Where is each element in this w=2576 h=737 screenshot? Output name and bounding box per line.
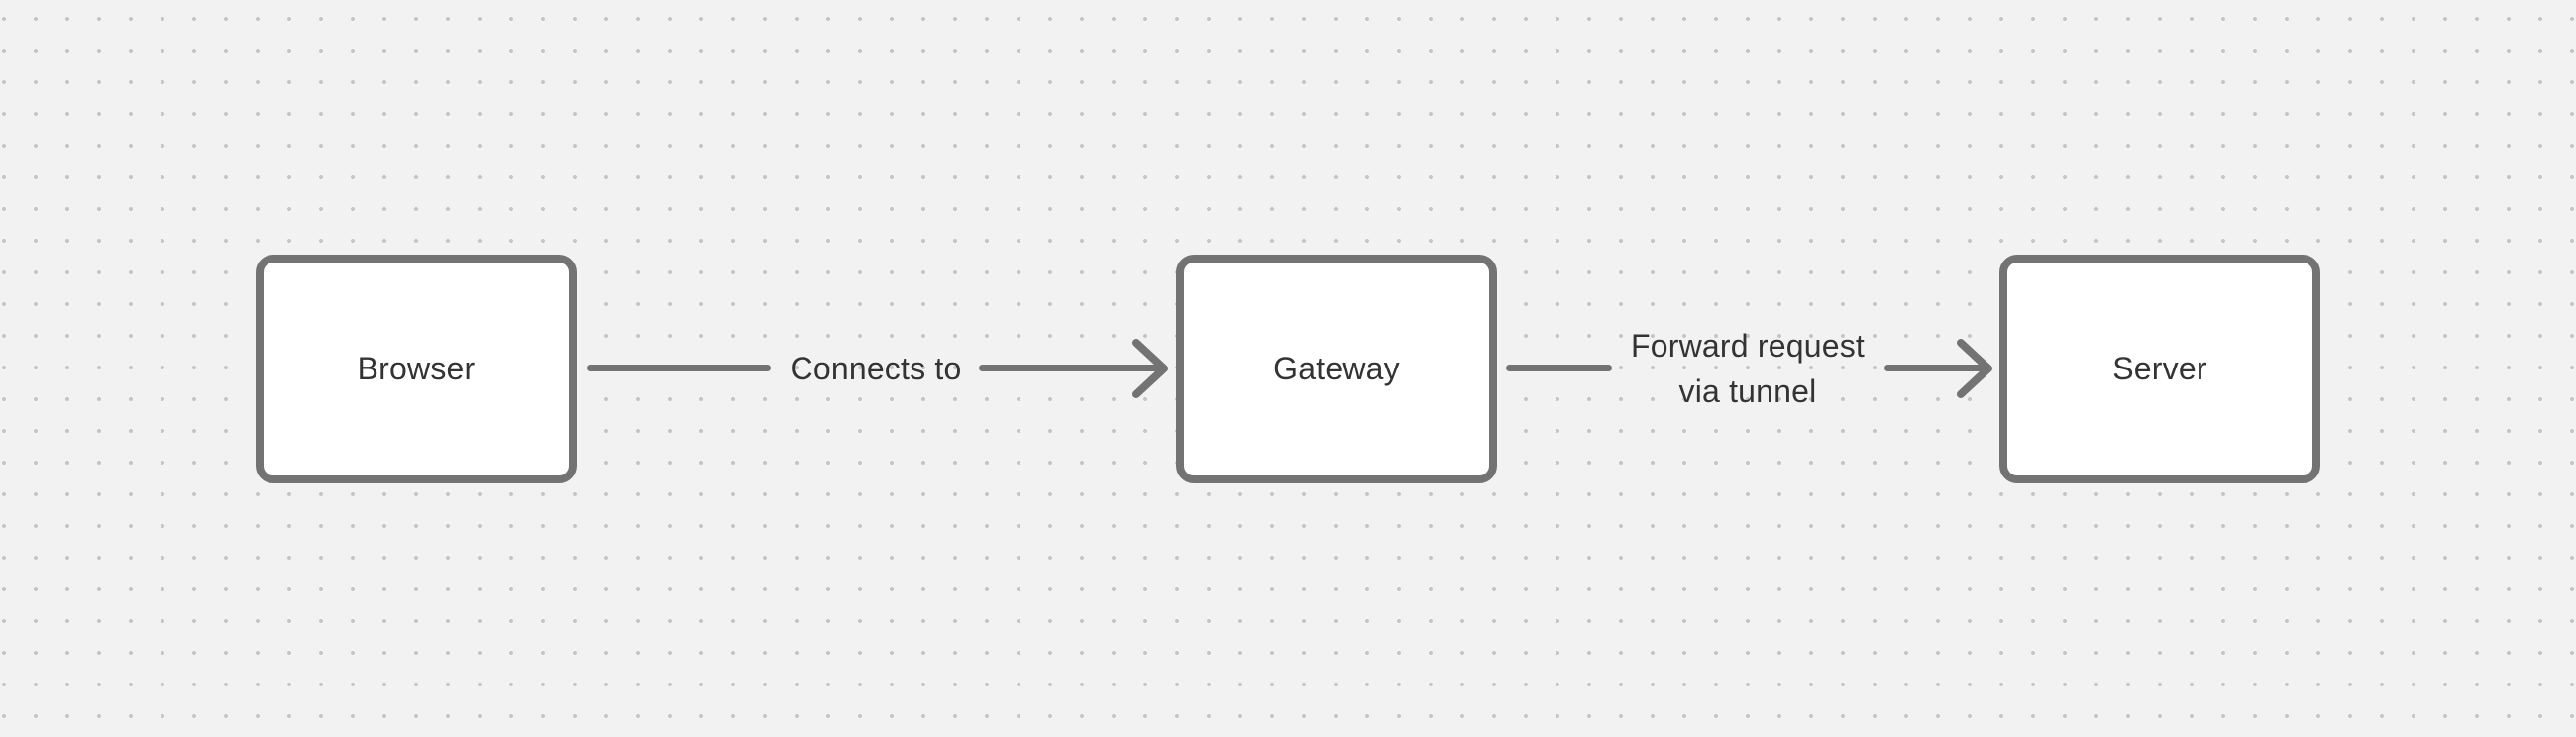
node-browser-label: Browser bbox=[357, 351, 476, 386]
edge-gateway-server-line-right[interactable] bbox=[1884, 365, 1986, 371]
edge-browser-gateway-line-right[interactable] bbox=[979, 365, 1161, 371]
node-server[interactable]: Server bbox=[1999, 255, 2320, 483]
arrowhead-right-icon bbox=[1132, 339, 1168, 398]
node-browser[interactable]: Browser bbox=[256, 255, 577, 483]
node-server-label: Server bbox=[2112, 351, 2207, 386]
node-gateway[interactable]: Gateway bbox=[1176, 255, 1497, 483]
arrowhead-right-icon bbox=[1957, 339, 1992, 398]
edge-gateway-server-line-left[interactable] bbox=[1506, 365, 1612, 371]
edge-browser-gateway-line-left[interactable] bbox=[587, 365, 771, 371]
edge-browser-gateway-label[interactable]: Connects to bbox=[790, 351, 962, 386]
edge-gateway-server-label[interactable]: Forward request via tunnel bbox=[1631, 328, 1865, 409]
node-gateway-label: Gateway bbox=[1273, 351, 1400, 386]
